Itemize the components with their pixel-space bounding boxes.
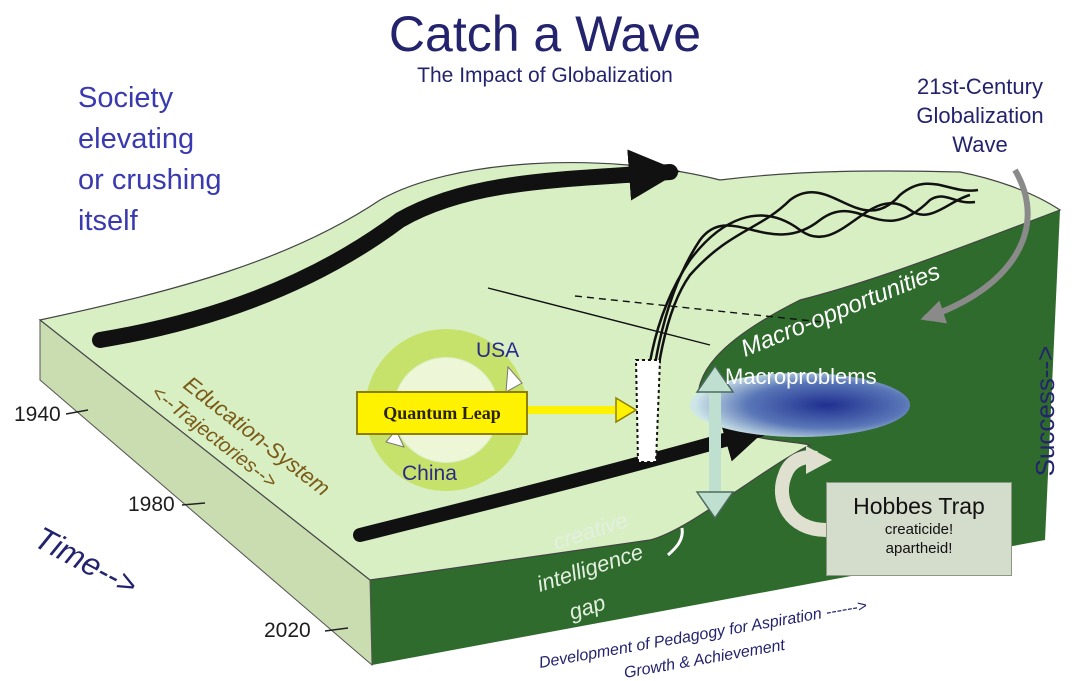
gap-arrow-head-bottom <box>695 491 735 520</box>
lower-trajectory-arrow <box>353 418 769 542</box>
hobbes-trap-line: creaticide! <box>884 521 954 538</box>
year-tick-1940 <box>65 409 89 415</box>
hobbes-curl-arrow <box>774 450 827 537</box>
year-tick-2020 <box>324 627 349 632</box>
braid-line <box>638 193 971 461</box>
cycle-usa-label: USA <box>476 339 519 362</box>
society-line: itself <box>78 205 138 237</box>
quantum-leap-arrow-head <box>615 396 638 424</box>
success-axis-label: Success--> <box>1030 345 1060 477</box>
globalization-wave-arrow <box>920 168 1031 324</box>
macroproblems-glow <box>690 373 910 437</box>
wave-label-line: Wave <box>952 132 1008 157</box>
society-line: or crushing <box>78 164 222 196</box>
year-1940: 1940 <box>14 403 61 426</box>
gap-curl-arrow <box>667 527 684 557</box>
society-line: Society <box>78 82 174 114</box>
gap-arrow-head-top <box>695 364 735 393</box>
cycle-china-label: China <box>402 462 457 485</box>
quantum-leap-box: Quantum Leap <box>356 391 528 435</box>
upper-trajectory-arrow <box>92 149 681 348</box>
cycle-arrow-usa <box>505 365 523 393</box>
hobbes-trap-title: Hobbes Trap <box>853 493 985 519</box>
society-label: Society elevating or crushing itself <box>78 78 221 242</box>
hobbes-curl-head <box>806 446 832 474</box>
page-title: Catch a Wave <box>388 6 702 62</box>
hobbes-trap-line: apartheid! <box>885 540 953 557</box>
top-surface <box>38 162 1062 581</box>
guide-line-dashed <box>574 295 823 323</box>
year-2020: 2020 <box>264 619 311 642</box>
macroproblems-label: Macroproblems <box>725 364 877 389</box>
year-1980: 1980 <box>128 493 175 516</box>
braid-line <box>642 195 976 461</box>
wave-label-line: 21st-Century <box>917 74 1043 99</box>
cycle-arrow-china <box>385 429 405 448</box>
globalization-wave-label: 21st-Century Globalization Wave <box>870 72 1090 159</box>
society-line: elevating <box>78 123 195 155</box>
quantum-leap-column <box>634 359 662 463</box>
page-subtitle: The Impact of Globalization <box>417 64 673 87</box>
guide-line <box>487 287 711 346</box>
hobbes-trap-box: Hobbes Trap creaticide! apartheid! <box>826 482 1012 576</box>
wave-label-line: Globalization <box>916 103 1044 128</box>
time-label: Time--> <box>29 519 144 603</box>
braid-line <box>646 182 979 461</box>
year-tick-1980 <box>181 502 206 506</box>
